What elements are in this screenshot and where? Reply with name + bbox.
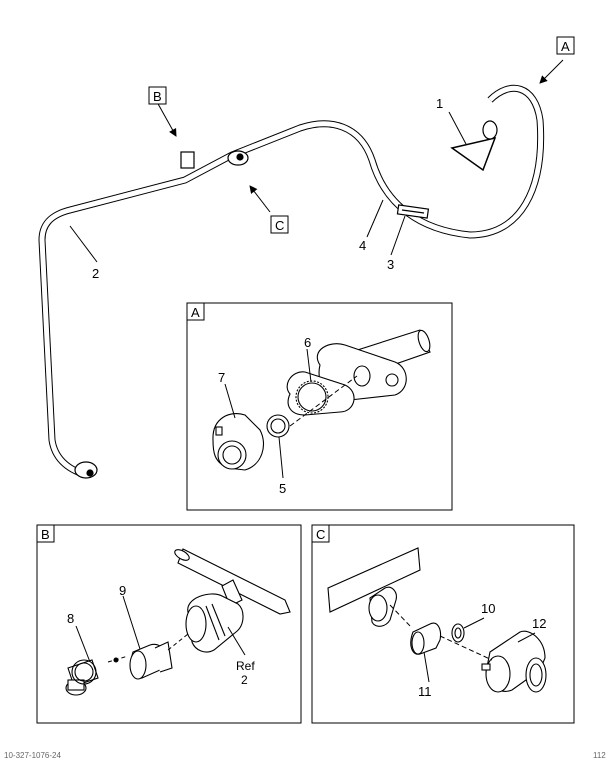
callout-8: 8 [67, 611, 74, 626]
callout-10: 10 [481, 601, 495, 616]
callout-3: 3 [387, 257, 394, 272]
callout-12: 12 [532, 616, 546, 631]
callout-6: 6 [304, 335, 311, 350]
figure-number: 10-327-1076-24 [4, 751, 61, 760]
detail-b-label: B [41, 527, 50, 542]
callout-9: 9 [119, 583, 126, 598]
detail-a-leaders [224, 348, 358, 479]
detail-c-frame: C [311, 524, 575, 724]
detail-marker-a: A [556, 36, 575, 55]
ref-number: 2 [241, 673, 248, 687]
detail-b-parts [65, 548, 291, 696]
callout-7: 7 [218, 370, 225, 385]
callout-5: 5 [279, 481, 286, 496]
callout-11: 11 [418, 684, 432, 699]
detail-b-leaders [75, 595, 246, 663]
detail-c-parts [327, 547, 547, 693]
bracket-1 [450, 136, 497, 172]
ref-label: Ref [236, 659, 255, 673]
page-marker: 112 [593, 751, 606, 760]
detail-c-label: C [316, 527, 325, 542]
main-leaders [69, 59, 564, 263]
svg-text:C: C [275, 218, 284, 233]
detail-a-label: A [191, 305, 200, 320]
tee-fitting [180, 151, 195, 169]
svg-text:A: A [561, 39, 570, 54]
callout-2: 2 [92, 266, 99, 281]
detail-c-leaders [389, 604, 536, 683]
callout-4: 4 [359, 238, 366, 253]
detail-marker-c: C [270, 215, 289, 234]
detail-marker-b: B [148, 86, 167, 105]
detail-a-parts [212, 329, 431, 471]
callout-1: 1 [436, 96, 443, 111]
main-view [38, 84, 545, 479]
svg-text:B: B [153, 89, 162, 104]
